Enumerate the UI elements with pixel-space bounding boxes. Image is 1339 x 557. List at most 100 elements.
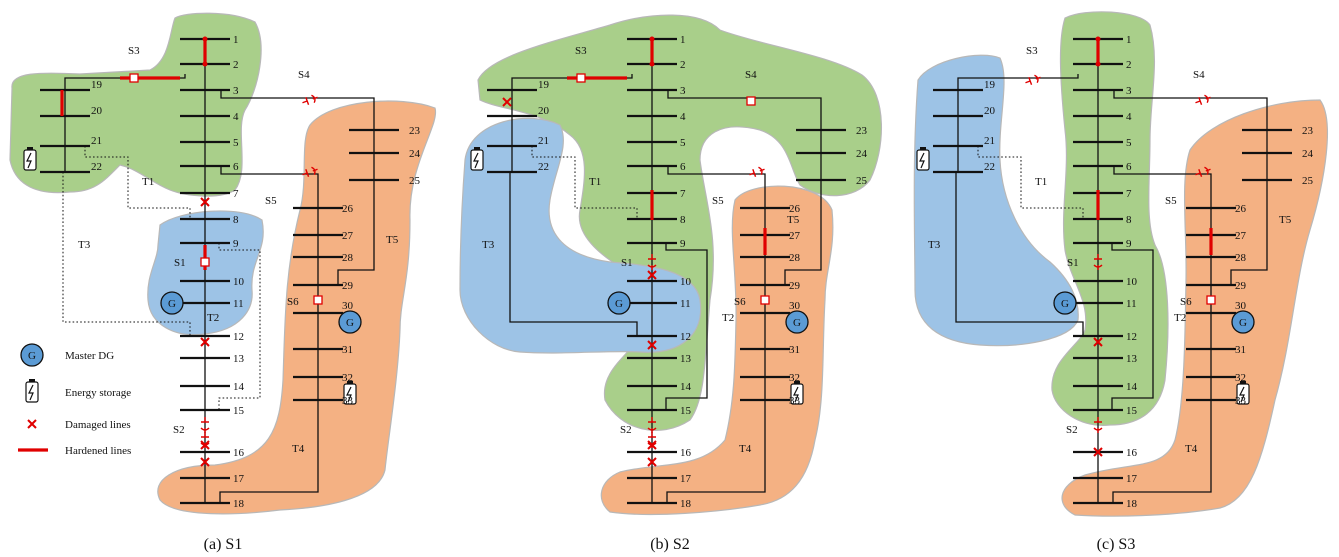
switch-label: T2: [1174, 312, 1186, 324]
legend-hardened-lines: Hardened lines: [18, 445, 131, 457]
generator-symbol: G: [346, 317, 354, 329]
panel-b-caption: (b) S2: [650, 536, 690, 553]
zone-region-orange: [157, 100, 437, 515]
bus-label: 26: [789, 203, 801, 215]
generator-icon: [1053, 291, 1077, 315]
bus-label: 5: [680, 137, 686, 149]
damaged-line-icon: [502, 97, 512, 107]
legend-energy-storage-label: Energy storage: [65, 387, 131, 399]
battery-icon: [1236, 381, 1250, 405]
switch-label: S3: [128, 45, 140, 57]
battery-icon: [790, 381, 804, 405]
switch-icon: [302, 94, 318, 106]
bus-label: 32: [1235, 372, 1246, 384]
switch-label: T5: [1279, 214, 1292, 226]
damaged-line-icon: [200, 197, 210, 207]
bus-label: 17: [1126, 473, 1138, 485]
bus-label: 27: [342, 230, 354, 242]
node-dot: [649, 36, 655, 42]
bus-label: 33: [1235, 395, 1247, 407]
bus-label: 31: [1235, 344, 1246, 356]
bus-label: 20: [984, 105, 996, 117]
switch-label: T2: [722, 312, 734, 324]
generator-symbol: G: [28, 350, 36, 362]
bus-label: 21: [91, 135, 102, 147]
bus-label: 19: [538, 79, 550, 91]
bus-label: 9: [1126, 238, 1132, 250]
bus-label: 22: [538, 161, 549, 173]
bus-label: 4: [1126, 111, 1132, 123]
node-dot: [1095, 36, 1101, 42]
damaged-line-icon: [1093, 447, 1103, 457]
node-dot: [202, 61, 208, 67]
breaker-icon: [313, 295, 323, 305]
zone-region-blue: [459, 117, 702, 354]
bus-label: 6: [1126, 161, 1132, 173]
switch-label: S5: [712, 195, 724, 207]
bus-label: 21: [538, 135, 549, 147]
bus-label: 3: [1126, 85, 1132, 97]
generator-symbol: G: [793, 317, 801, 329]
bus-label: 18: [233, 498, 245, 510]
bus-label: 27: [789, 230, 801, 242]
switch-label: S2: [620, 424, 632, 436]
switch-label: S4: [745, 69, 757, 81]
generator-symbol: G: [168, 298, 176, 310]
switch-icon: [302, 166, 318, 178]
bus-label: 23: [856, 125, 868, 137]
switch-label: T4: [292, 443, 305, 455]
bus-label: 31: [789, 344, 800, 356]
bus-label: 1: [233, 34, 239, 46]
bus-label: 19: [984, 79, 996, 91]
bus-label: 22: [984, 161, 995, 173]
switch-icon: [749, 166, 765, 178]
switch-label: S6: [1180, 296, 1192, 308]
panel-c-caption: (c) S3: [1097, 536, 1136, 553]
network-labels: 1234567891011121314151617181920212223242…: [78, 34, 1314, 510]
bus-label: 24: [856, 148, 868, 160]
bus-label: 7: [233, 188, 239, 200]
bus-label: 19: [91, 79, 103, 91]
bus-label: 8: [233, 214, 239, 226]
bus-label: 32: [342, 372, 353, 384]
bus-label: 11: [680, 298, 691, 310]
switch-label: T5: [386, 234, 399, 246]
bus-label: 8: [1126, 214, 1132, 226]
node-dot: [649, 61, 655, 67]
bus-label: 14: [1126, 381, 1138, 393]
battery-icon: [23, 147, 37, 171]
lateral-line: [1113, 90, 1268, 180]
zone-region-green: [9, 12, 262, 197]
switch-icon: [1195, 94, 1211, 106]
switch-label: T4: [739, 443, 752, 455]
bus-label: 4: [233, 111, 239, 123]
legend-hardened-lines-label: Hardened lines: [65, 445, 131, 457]
bus-label: 8: [680, 214, 686, 226]
bus-label: 7: [680, 188, 686, 200]
bus-label: 30: [342, 300, 354, 312]
bus-label: 23: [409, 125, 421, 137]
tie-line-t1: [977, 146, 1084, 219]
switch-label: S1: [1067, 257, 1079, 269]
battery-icon: [470, 147, 484, 171]
bus-label: 17: [233, 473, 245, 485]
tie-line-t5: [1230, 180, 1268, 285]
generator-symbol: G: [1239, 317, 1247, 329]
breaker-icon: [576, 73, 586, 83]
bus-label: 11: [233, 298, 244, 310]
bus-label: 3: [233, 85, 239, 97]
bus-label: 20: [91, 105, 103, 117]
bus-label: 33: [789, 395, 801, 407]
generator-icon: [607, 291, 631, 315]
bus-label: 9: [680, 238, 686, 250]
generator-icon: [20, 343, 44, 367]
switch-label: T3: [482, 239, 495, 251]
zone-region-orange: [1061, 99, 1329, 517]
lateral-line: [667, 90, 822, 180]
switch-label: S1: [174, 257, 186, 269]
switch-label: S2: [173, 424, 185, 436]
bus-label: 22: [91, 161, 102, 173]
lateral-line: [1113, 166, 1212, 400]
bus-label: 17: [680, 473, 692, 485]
bus-label: 24: [1302, 148, 1314, 160]
